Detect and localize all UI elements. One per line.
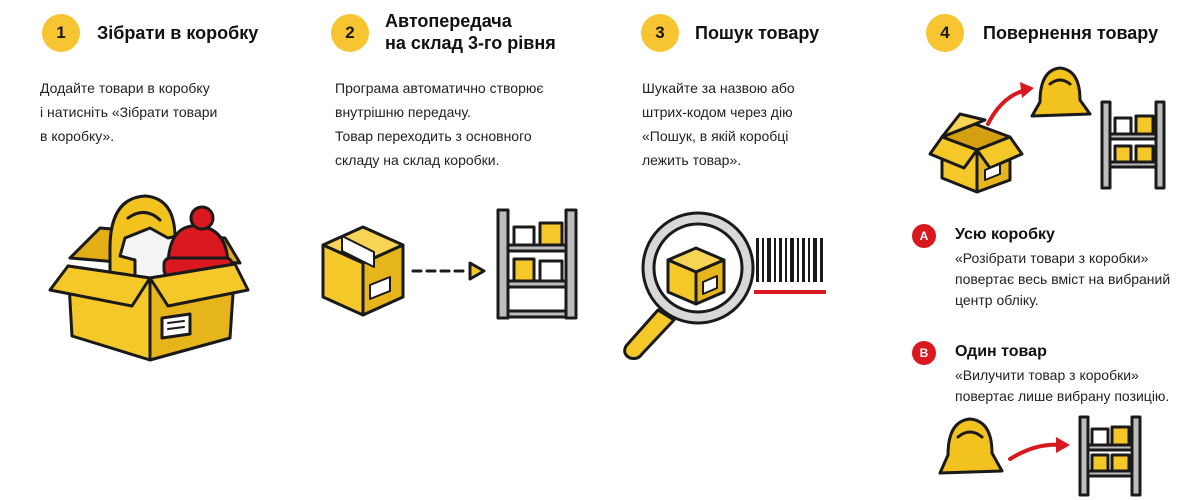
step-1-badge: 1 <box>42 14 80 52</box>
step-2-title: Автопередача на склад 3-го рівня <box>385 10 556 54</box>
step-1-desc-line: в коробку». <box>40 128 115 144</box>
option-b-title: Один товар <box>955 343 1047 360</box>
step-2-desc-line: Товар переходить з основного <box>335 128 532 144</box>
step-1-title-line: Зібрати в коробку <box>97 23 259 43</box>
step-3-desc-line: «Пошук, в якій коробці <box>642 128 789 144</box>
step-4-badge: 4 <box>926 14 964 52</box>
option-b-description: «Вилучити товар з коробки» повертає лише… <box>955 365 1169 407</box>
step-4-title: Повернення товару <box>983 22 1158 44</box>
option-b-desc-line: «Вилучити товар з коробки» <box>955 367 1139 383</box>
step-3-title: Пошук товару <box>695 22 819 44</box>
step-1-title: Зібрати в коробку <box>97 22 258 44</box>
option-a-title: Усю коробку <box>955 226 1055 243</box>
step-2-description: Програма автоматично створює внутрішню п… <box>335 76 544 172</box>
option-b-badge: B <box>912 341 936 365</box>
magnifier-search-illustration <box>623 211 826 360</box>
step-1-desc-line: і натисніть «Зібрати товари <box>40 104 218 120</box>
step-2-desc-line: внутрішню передачу. <box>335 104 471 120</box>
step-2-title-line: на склад 3-го рівня <box>385 33 556 53</box>
return-single-item-illustration <box>938 415 1142 497</box>
box-to-shelf-illustration <box>321 208 578 320</box>
option-b-desc-line: повертає лише вибрану позицію. <box>955 388 1170 404</box>
step-3-desc-line: Шукайте за назвою або <box>642 80 795 96</box>
step-3-badge: 3 <box>641 14 679 52</box>
step-2-title-line: Автопередача <box>385 11 512 31</box>
step-3-description: Шукайте за назвою або штрих-кодом через … <box>642 76 795 172</box>
step-2-badge: 2 <box>331 14 369 52</box>
option-a-description: «Розібрати товари з коробки» повертає ве… <box>955 248 1170 311</box>
option-a-desc-line: центр обліку. <box>955 292 1039 308</box>
step-1-desc-line: Додайте товари в коробку <box>40 80 210 96</box>
box-with-clothes-illustration <box>48 194 250 362</box>
option-a-desc-line: «Розібрати товари з коробки» <box>955 250 1149 266</box>
step-1-description: Додайте товари в коробку і натисніть «Зі… <box>40 76 217 148</box>
step-3-desc-line: штрих-кодом через дію <box>642 104 793 120</box>
option-a-desc-line: повертає весь вміст на вибраний <box>955 271 1171 287</box>
step-3-desc-line: лежить товар». <box>642 152 742 168</box>
option-a-badge: A <box>912 224 936 248</box>
step-4-title-line: Повернення товару <box>983 23 1159 43</box>
step-2-desc-line: Програма автоматично створює <box>335 80 544 96</box>
step-3-title-line: Пошук товару <box>695 23 820 43</box>
return-whole-box-illustration <box>928 66 1166 194</box>
step-2-desc-line: складу на склад коробки. <box>335 152 500 168</box>
